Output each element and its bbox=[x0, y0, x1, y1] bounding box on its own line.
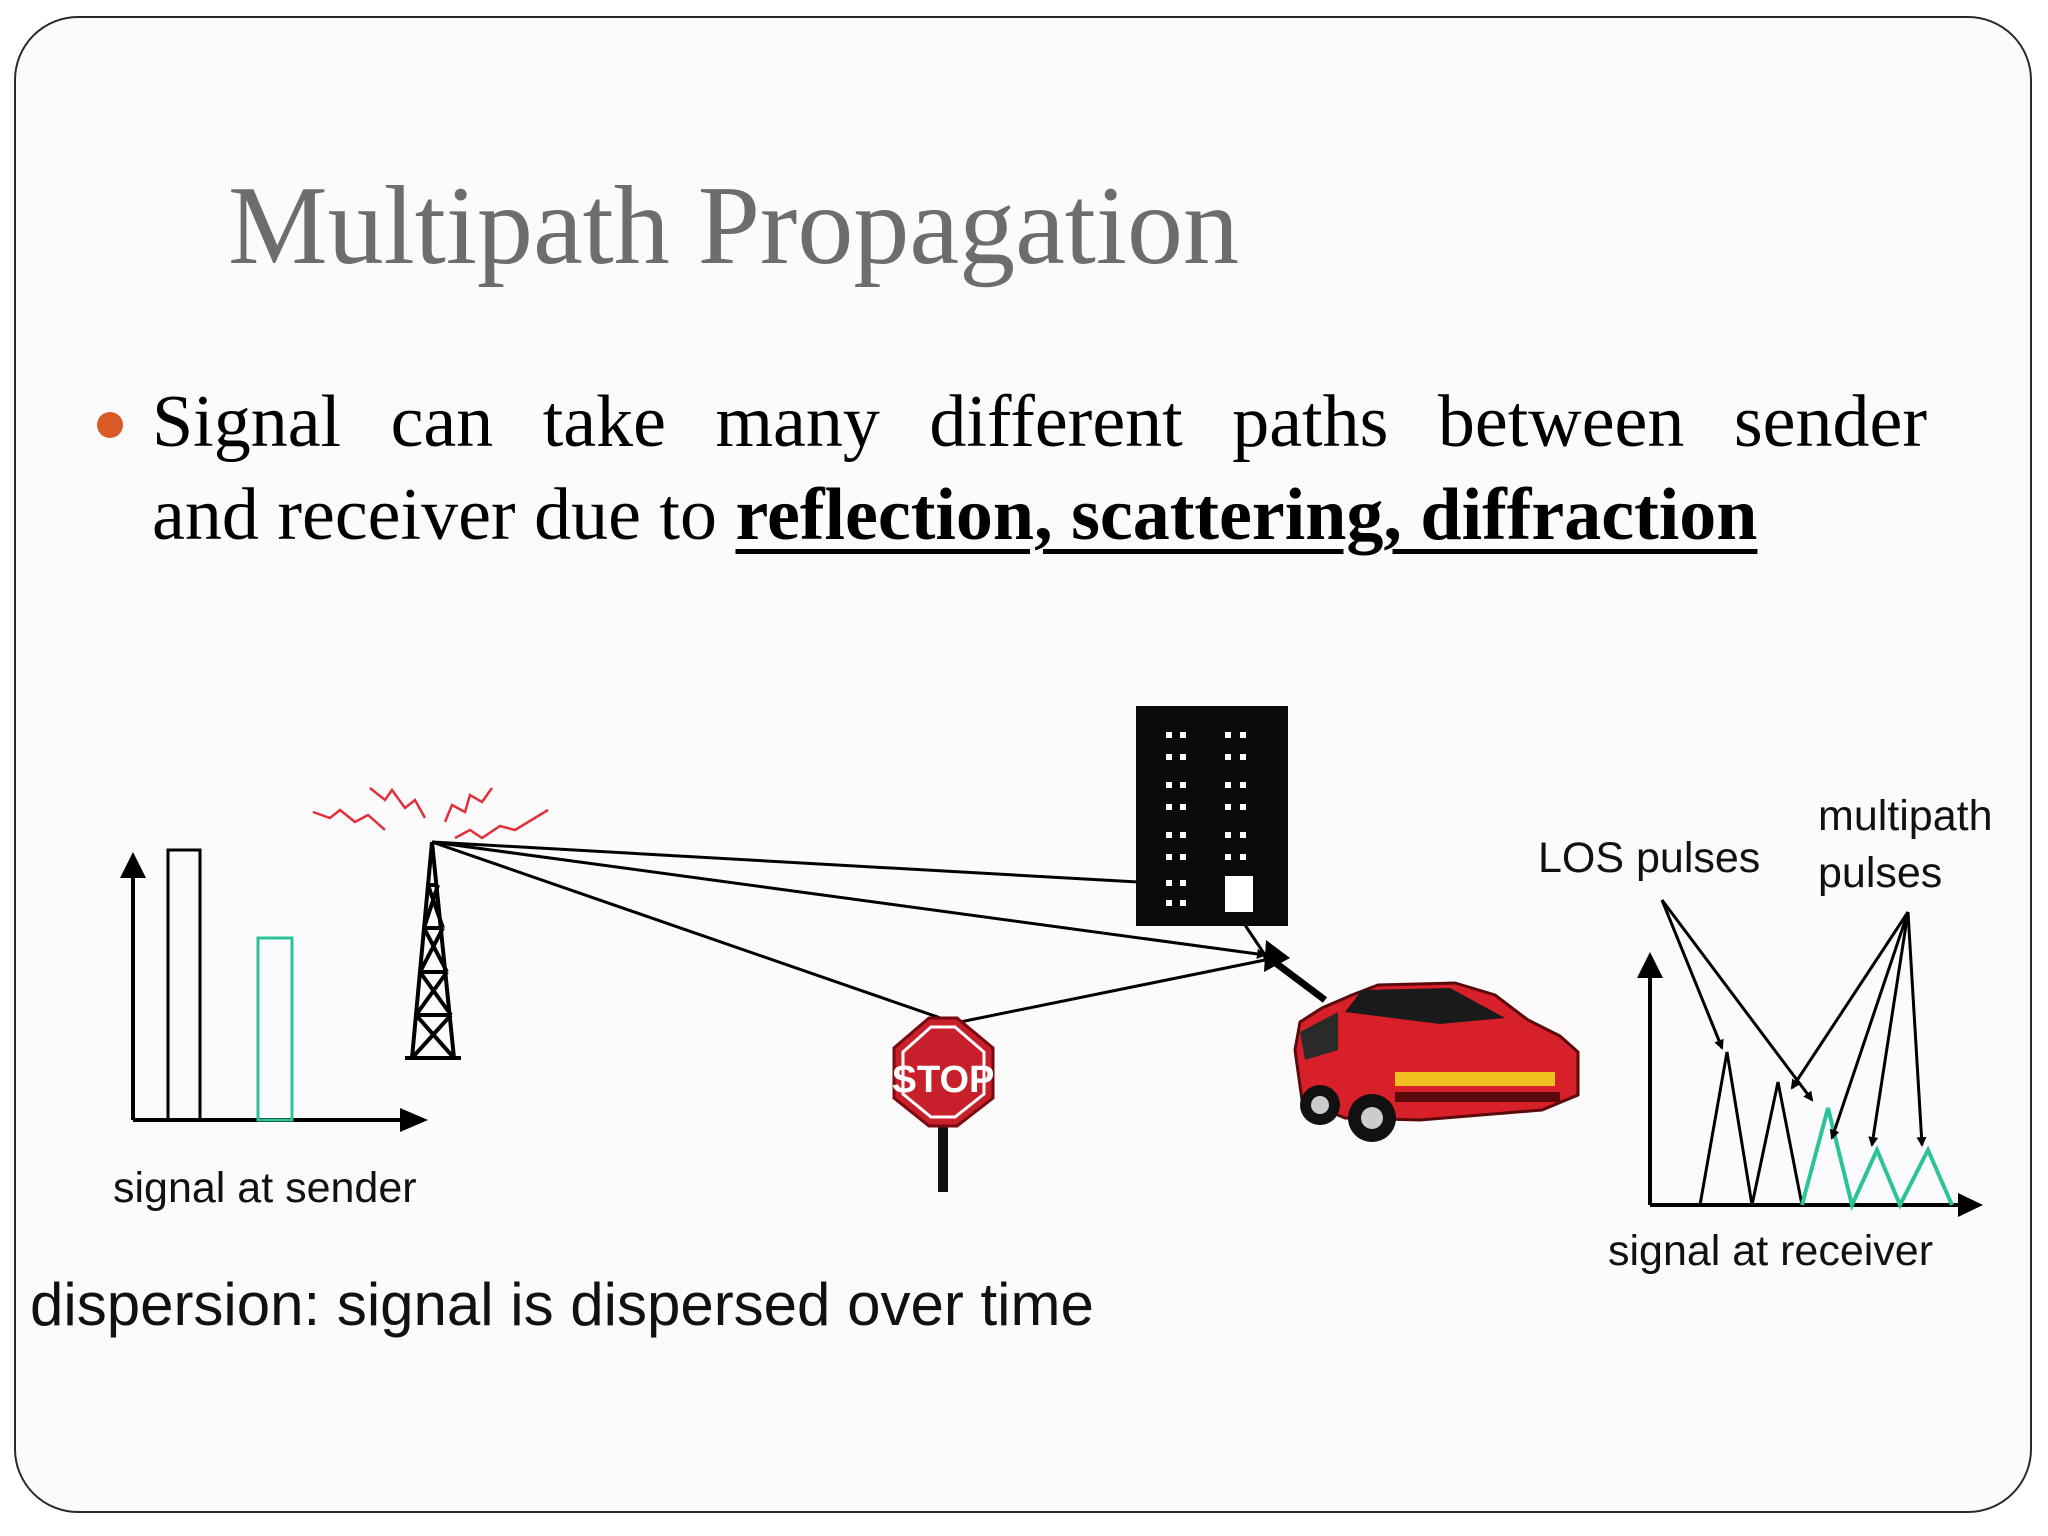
path-from-building bbox=[1243, 924, 1267, 956]
los-pulses bbox=[1698, 1051, 1804, 1206]
building-window-dot bbox=[1180, 754, 1186, 760]
building-window-dot bbox=[1225, 754, 1231, 760]
building-window-dot bbox=[1166, 804, 1172, 810]
bullet-text-line-2: and receiver due to reflection, scatteri… bbox=[152, 478, 1757, 552]
los-pulses-label: LOS pulses bbox=[1538, 834, 1760, 882]
building-window-dot bbox=[1166, 880, 1172, 886]
building-windows bbox=[1166, 732, 1246, 906]
building-window-dot bbox=[1166, 832, 1172, 838]
sender-x-arrow bbox=[400, 1108, 428, 1132]
building-window-dot bbox=[1225, 732, 1231, 738]
building-window-dot bbox=[1180, 804, 1186, 810]
building-window-dot bbox=[1166, 854, 1172, 860]
building bbox=[1136, 706, 1288, 926]
bullet-text-prefix: and receiver due to bbox=[152, 474, 736, 556]
building-window-dot bbox=[1240, 832, 1246, 838]
path-to-building bbox=[431, 840, 1139, 884]
building-window-dot bbox=[1225, 832, 1231, 838]
building-window-dot bbox=[1240, 782, 1246, 788]
building-window-dot bbox=[1166, 782, 1172, 788]
building-window-dot bbox=[1225, 854, 1231, 860]
stop-sign-text: STOP bbox=[892, 1059, 995, 1101]
building-window-dot bbox=[1166, 754, 1172, 760]
building-window-dot bbox=[1240, 732, 1246, 738]
bullet-dot bbox=[97, 412, 123, 438]
dispersion-caption: dispersion: signal is dispersed over tim… bbox=[30, 1271, 1094, 1338]
receiver-annotation-arrows bbox=[1660, 899, 1927, 1147]
path-arrowhead bbox=[1264, 940, 1290, 972]
slide-title: Multipath Propagation bbox=[228, 164, 1240, 288]
receiver-label: signal at receiver bbox=[1608, 1227, 1933, 1275]
sender-pulse bbox=[166, 848, 202, 1122]
building-window-dot bbox=[1240, 854, 1246, 860]
antenna-waves bbox=[312, 787, 549, 840]
multipath-pulses bbox=[1800, 1107, 1954, 1212]
car bbox=[1293, 981, 1580, 1142]
slide-frame bbox=[14, 16, 2032, 1513]
building-window-dot bbox=[1225, 804, 1231, 810]
path-reflected bbox=[431, 840, 1267, 959]
sender-signal-plot bbox=[120, 848, 428, 1132]
bullet-text-line-1: Signal can take many different paths bet… bbox=[152, 381, 1927, 463]
path-from-stop-sign bbox=[954, 958, 1266, 1025]
receiver-signal-plot bbox=[1637, 952, 1983, 1217]
building-window-dot bbox=[1240, 754, 1246, 760]
building-window-dot bbox=[1166, 732, 1172, 738]
path-to-stop-sign bbox=[431, 840, 956, 1025]
sender-y-arrow bbox=[120, 852, 146, 878]
multipath-label-line-1: multipath bbox=[1818, 792, 1992, 840]
building-window-dot bbox=[1180, 732, 1186, 738]
building-window-dot bbox=[1180, 832, 1186, 838]
building-window-dot bbox=[1166, 900, 1172, 906]
sender-label: signal at sender bbox=[113, 1164, 417, 1212]
bullet-emphasis: reflection, scattering, diffraction bbox=[735, 474, 1758, 556]
building-window-dot bbox=[1225, 782, 1231, 788]
building-door bbox=[1225, 876, 1253, 912]
antenna-tower bbox=[405, 841, 461, 1060]
building-window-dot bbox=[1180, 854, 1186, 860]
building-window-dot bbox=[1240, 804, 1246, 810]
receiver-y-arrow bbox=[1637, 952, 1663, 978]
building-window-dot bbox=[1180, 900, 1186, 906]
multipath-label-line-2: pulses bbox=[1818, 849, 1942, 897]
receiver-x-arrow bbox=[1958, 1193, 1983, 1217]
signal-paths bbox=[431, 840, 1328, 1025]
stop-sign: STOP bbox=[892, 1016, 995, 1192]
sender-echo-pulse bbox=[256, 936, 294, 1122]
building-window-dot bbox=[1180, 880, 1186, 886]
building-window-dot bbox=[1180, 782, 1186, 788]
